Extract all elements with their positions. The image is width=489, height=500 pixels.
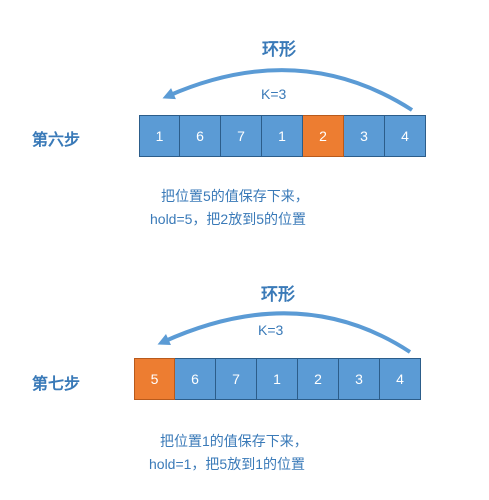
array-cell: 2 [303, 115, 344, 157]
note-step-7: 把位置1的值保存下来， hold=1，把5放到1的位置 [149, 430, 308, 476]
array-cell: 1 [262, 115, 303, 157]
array-cell: 2 [298, 358, 339, 400]
array-cell: 1 [139, 115, 180, 157]
array-cell: 4 [385, 115, 426, 157]
title-step-6: 环形 [262, 40, 296, 59]
array-cell: 5 [134, 358, 175, 400]
k-label-step-7: K=3 [258, 322, 284, 338]
k-label-step-6: K=3 [261, 86, 287, 102]
note-line-2: hold=5，把2放到5的位置 [150, 211, 307, 227]
note-line-1: 把位置1的值保存下来， [160, 433, 308, 449]
step-label-7: 第七步 [32, 376, 81, 393]
array-cell: 4 [380, 358, 421, 400]
array-cell: 7 [221, 115, 262, 157]
array-cell: 6 [180, 115, 221, 157]
step-label-6: 第六步 [32, 132, 81, 149]
array-cell: 3 [344, 115, 385, 157]
array-cell: 1 [257, 358, 298, 400]
note-step-6: 把位置5的值保存下来， hold=5，把2放到5的位置 [150, 185, 309, 231]
array-cell: 3 [339, 358, 380, 400]
title-step-7: 环形 [261, 285, 295, 304]
note-line-2: hold=1，把5放到1的位置 [149, 456, 306, 472]
array-cell: 6 [175, 358, 216, 400]
note-line-1: 把位置5的值保存下来， [161, 188, 309, 204]
array-cell: 7 [216, 358, 257, 400]
